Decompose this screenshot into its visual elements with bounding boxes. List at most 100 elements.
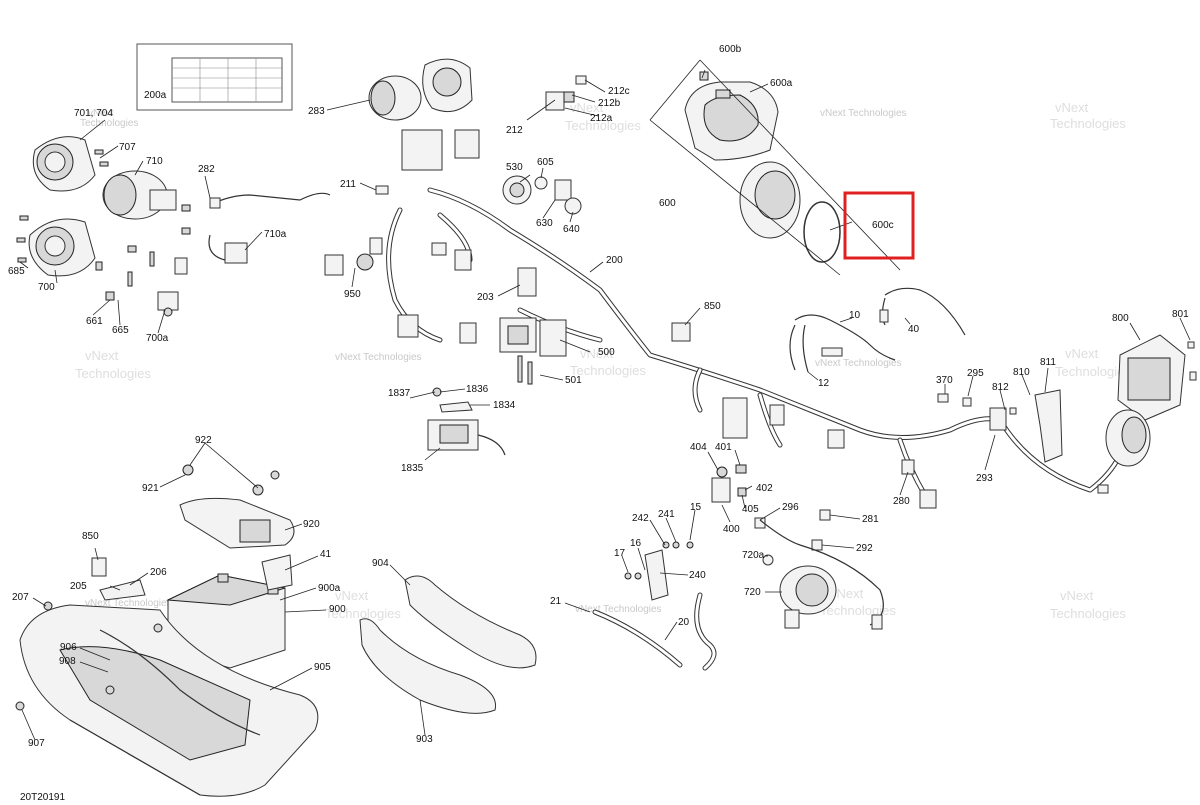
light-293[interactable]: [1105, 409, 1151, 467]
callout-212c[interactable]: 212c: [608, 86, 630, 97]
fog-light-720[interactable]: [762, 554, 837, 629]
callout-370[interactable]: 370: [936, 375, 953, 386]
callout-900a[interactable]: 900a: [318, 583, 341, 594]
callout-720a[interactable]: 720a: [742, 550, 765, 561]
callout-242[interactable]: 242: [632, 513, 649, 524]
bracket-811[interactable]: [1034, 389, 1063, 463]
component-211[interactable]: [375, 185, 389, 195]
label-decal-200a[interactable]: 200a: [136, 43, 293, 111]
gauge-display-600[interactable]: [739, 161, 801, 239]
callout-600b[interactable]: 600b: [719, 44, 742, 55]
callout-921[interactable]: 921: [142, 483, 159, 494]
callout-640[interactable]: 640: [563, 224, 580, 235]
callout-700a[interactable]: 700a: [146, 333, 169, 344]
relay-assembly-500[interactable]: [499, 317, 567, 385]
headlight-housing-left[interactable]: [28, 136, 96, 277]
callout-41[interactable]: 41: [320, 549, 332, 560]
callout-850-lower[interactable]: 850: [82, 531, 99, 542]
callout-21[interactable]: 21: [550, 596, 562, 607]
callout-701-704[interactable]: 701, 704: [74, 108, 113, 119]
callout-1834[interactable]: 1834: [493, 400, 516, 411]
switch-530[interactable]: [502, 175, 532, 205]
fuse-1835[interactable]: [427, 387, 506, 456]
callout-405[interactable]: 405: [742, 504, 759, 515]
callout-500[interactable]: 500: [598, 347, 615, 358]
callout-904[interactable]: 904: [372, 558, 389, 569]
callout-207[interactable]: 207: [12, 592, 29, 603]
harness-710a[interactable]: [174, 192, 331, 275]
callout-212a[interactable]: 212a: [590, 113, 613, 124]
callout-811[interactable]: 811: [1040, 357, 1056, 368]
callout-282[interactable]: 282: [198, 164, 215, 175]
callout-850-upper[interactable]: 850: [704, 301, 721, 312]
sensor-850-upper[interactable]: [671, 322, 691, 342]
callout-707[interactable]: 707: [119, 142, 136, 153]
cable-20[interactable]: [592, 592, 717, 671]
gauge-bezel-600a[interactable]: [684, 71, 779, 161]
headlight-bulb-710[interactable]: [102, 170, 177, 220]
callout-12[interactable]: 12: [818, 378, 830, 389]
callout-20[interactable]: 20: [678, 617, 690, 628]
harness-connectors[interactable]: [324, 237, 1007, 509]
callout-600c[interactable]: 600c: [872, 220, 894, 231]
callout-600a[interactable]: 600a: [770, 78, 793, 89]
relay-400[interactable]: [711, 464, 747, 503]
gauge-ring-600c[interactable]: [803, 201, 841, 263]
callout-900[interactable]: 900: [329, 604, 346, 615]
callout-903[interactable]: 903: [416, 734, 433, 745]
callout-404[interactable]: 404: [690, 442, 707, 453]
heat-shield-904-903[interactable]: [359, 575, 537, 714]
callout-281[interactable]: 281: [862, 514, 879, 525]
callout-801[interactable]: 801: [1172, 309, 1189, 320]
callout-700[interactable]: 700: [38, 282, 55, 293]
callout-203[interactable]: 203: [477, 292, 494, 303]
callout-720[interactable]: 720: [744, 587, 761, 598]
callout-501[interactable]: 501: [565, 375, 582, 386]
callout-295[interactable]: 295: [967, 368, 984, 379]
voltage-regulator-800[interactable]: [1117, 334, 1186, 421]
battery-tray-905[interactable]: [15, 601, 319, 797]
callout-211[interactable]: 211: [340, 179, 356, 190]
callout-530[interactable]: 530: [506, 162, 523, 173]
callout-605[interactable]: 605: [537, 157, 554, 168]
callout-296[interactable]: 296: [782, 502, 799, 513]
switch-605-630-640[interactable]: [534, 176, 582, 215]
callout-905[interactable]: 905: [314, 662, 331, 673]
callout-922[interactable]: 922: [195, 435, 212, 446]
callout-16[interactable]: 16: [630, 538, 642, 549]
callout-600[interactable]: 600: [659, 198, 676, 209]
headlight-upper-assembly[interactable]: [368, 58, 480, 171]
callout-206[interactable]: 206: [150, 567, 167, 578]
callout-283[interactable]: 283: [308, 106, 325, 117]
main-wiring-harness-200[interactable]: [386, 187, 1123, 498]
battery-900[interactable]: [166, 573, 286, 669]
callout-10[interactable]: 10: [849, 310, 861, 321]
relay-212[interactable]: [545, 75, 587, 111]
battery-cover-41[interactable]: [261, 554, 293, 591]
callout-908[interactable]: 908: [59, 656, 76, 667]
callout-800[interactable]: 800: [1112, 313, 1129, 324]
callout-906[interactable]: 906: [60, 642, 77, 653]
connector-203[interactable]: [517, 267, 537, 297]
callout-630[interactable]: 630: [536, 218, 553, 229]
callout-920[interactable]: 920: [303, 519, 320, 530]
bracket-205-206[interactable]: [91, 557, 146, 601]
callout-17[interactable]: 17: [614, 548, 626, 559]
bracket-240[interactable]: [624, 541, 694, 601]
callout-810[interactable]: 810: [1013, 367, 1030, 378]
callout-1836[interactable]: 1836: [466, 384, 489, 395]
callout-241[interactable]: 241: [658, 509, 675, 520]
callout-710a[interactable]: 710a: [264, 229, 287, 240]
callout-1837[interactable]: 1837: [388, 388, 411, 399]
callout-205[interactable]: 205: [70, 581, 87, 592]
callout-1835[interactable]: 1835: [401, 463, 424, 474]
cable-296[interactable]: [759, 519, 884, 630]
battery-hold-down-920[interactable]: [179, 464, 295, 549]
callout-812[interactable]: 812: [992, 382, 1009, 393]
callout-401[interactable]: 401: [715, 442, 732, 453]
callout-293[interactable]: 293: [976, 473, 993, 484]
callout-212b[interactable]: 212b: [598, 98, 621, 109]
callout-685[interactable]: 685: [8, 266, 25, 277]
callout-200[interactable]: 200: [606, 255, 623, 266]
callout-661[interactable]: 661: [86, 316, 103, 327]
